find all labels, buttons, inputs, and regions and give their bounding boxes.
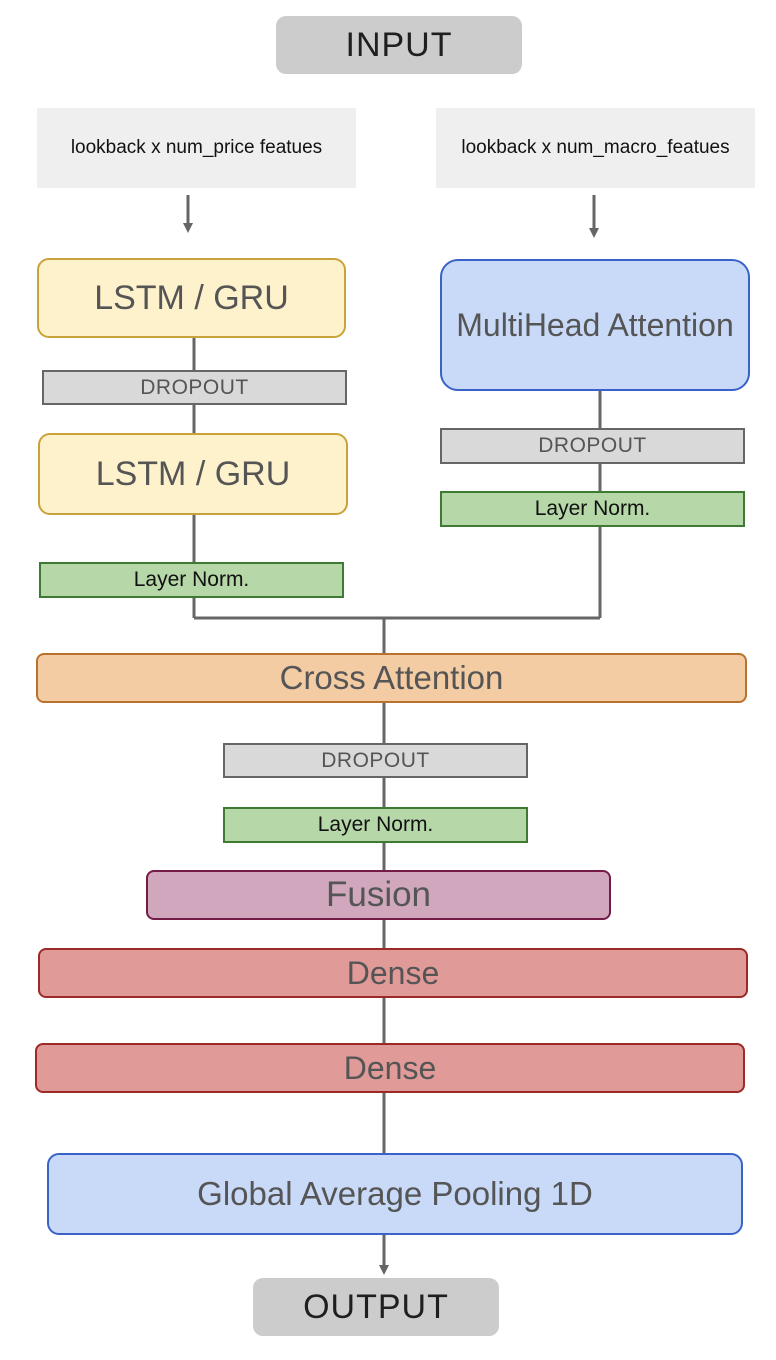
lstm-gru-layer-1: LSTM / GRU [37, 258, 346, 338]
fusion-layer: Fusion [146, 870, 611, 920]
dense-layer-1: Dense [38, 948, 748, 998]
cross-attention-layer: Cross Attention [36, 653, 747, 703]
multihead-attention-layer: MultiHead Attention [440, 259, 750, 391]
left-dropout-layer: DROPOUT [42, 370, 347, 405]
output-node: OUTPUT [253, 1278, 499, 1336]
right-layer-norm: Layer Norm. [440, 491, 745, 527]
lstm-gru-layer-2: LSTM / GRU [38, 433, 348, 515]
trunk-dropout-layer: DROPOUT [223, 743, 528, 778]
trunk-layer-norm: Layer Norm. [223, 807, 528, 843]
global-average-pooling-layer: Global Average Pooling 1D [47, 1153, 743, 1235]
input-node: INPUT [276, 16, 522, 74]
right-dropout-layer: DROPOUT [440, 428, 745, 464]
dense-layer-2: Dense [35, 1043, 745, 1093]
macro-input-shape: lookback x num_macro_featues [436, 108, 755, 188]
left-layer-norm: Layer Norm. [39, 562, 344, 598]
price-input-shape: lookback x num_price featues [37, 108, 356, 188]
